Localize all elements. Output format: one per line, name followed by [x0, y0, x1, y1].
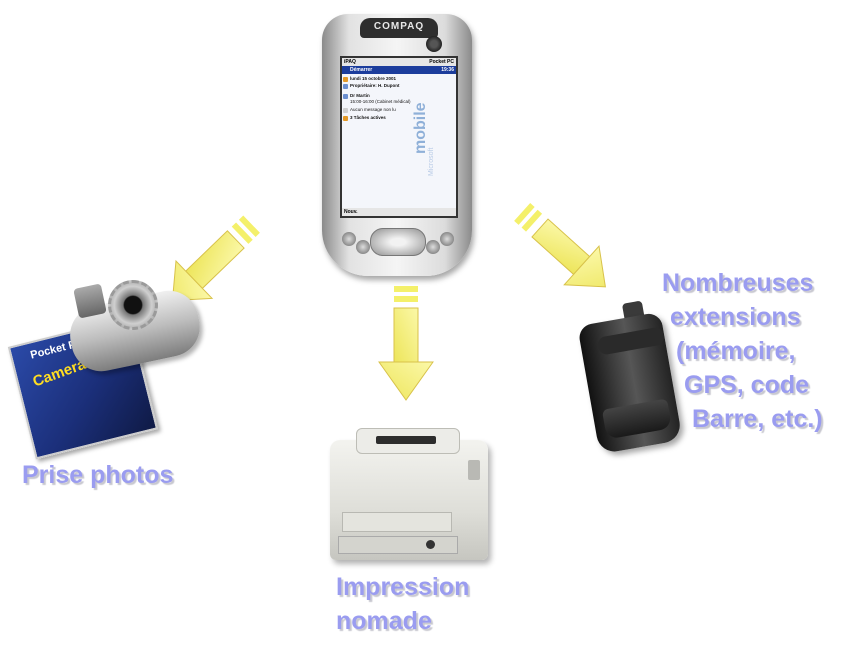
- owner-icon: [343, 84, 348, 89]
- inbox-icon: [343, 108, 348, 113]
- camera-lens-icon: [108, 280, 158, 330]
- printer-base: [338, 536, 458, 554]
- calendar-icon: [343, 77, 348, 82]
- pda-speaker-icon: [426, 36, 442, 52]
- pda-start-label: Démarrer: [350, 67, 373, 73]
- caption-extensions-line-1: Nombreuses: [662, 269, 814, 297]
- pda-title-bar: iPAQ Pocket PC: [342, 58, 456, 66]
- tasks-icon: [343, 116, 348, 121]
- caption-extensions-line-2: extensions: [670, 303, 801, 331]
- printer-control-panel: [468, 460, 480, 480]
- pda-new-label: Nouv.: [344, 209, 358, 215]
- caption-impression-line-1: Impression: [336, 573, 470, 601]
- caption-impression-line-2: nomade: [336, 607, 432, 635]
- pda-date-line: lundi 15 octobre 2001: [350, 76, 397, 81]
- pda-os-label: Pocket PC: [429, 59, 454, 65]
- pda-model-label: iPAQ: [344, 59, 356, 65]
- appointment-icon: [343, 94, 348, 99]
- pda-watermark-mobile: mobile: [412, 102, 429, 154]
- caption-photos-line-1: Prise photos: [22, 461, 174, 489]
- pda-screen: iPAQ Pocket PC Démarrer 19:36 lundi 15 o…: [340, 56, 458, 218]
- caption-extensions-line-3: (mémoire,: [676, 337, 796, 365]
- printer-power-icon: [426, 540, 435, 549]
- caption-extensions-line-4: GPS, code: [684, 371, 810, 399]
- camera-viewfinder: [73, 283, 107, 319]
- pda-app-button-2: [356, 240, 370, 254]
- caption-impression: Impression nomade: [336, 570, 469, 638]
- arrow-to-printer: [378, 286, 434, 401]
- pda-navigation-pad: [370, 228, 426, 256]
- caption-photos: Prise photos: [22, 458, 173, 492]
- printer-paper-tray: [342, 512, 452, 532]
- pocket-pc-device: COMPAQ iPAQ Pocket PC Démarrer 19:36 lun…: [322, 14, 472, 276]
- pda-brand-label: COMPAQ: [373, 21, 425, 32]
- pda-app-button-1: [342, 232, 356, 246]
- pda-bottom-bar: Nouv.: [342, 208, 456, 216]
- pda-appointment-time: 15:00-16:00 (Cabinet médical): [350, 99, 411, 104]
- pda-app-button-4: [440, 232, 454, 246]
- pda-app-button-3: [426, 240, 440, 254]
- arrow-to-extension: [514, 203, 606, 288]
- pda-appointment-title: Dr Martin: [350, 93, 370, 98]
- arrow-to-camera: [171, 215, 260, 302]
- printer-paper-slot: [376, 436, 436, 444]
- pda-start-bar: Démarrer 19:36: [342, 66, 456, 74]
- caption-extensions-line-5: Barre, etc.): [692, 405, 823, 433]
- pda-tasks-line: 3 Tâches actives: [350, 115, 386, 120]
- pda-clock: 19:36: [441, 67, 454, 73]
- pda-brand-plate: COMPAQ: [360, 18, 438, 38]
- pda-owner-line: Propriétaire: H. Dupont: [350, 83, 400, 88]
- caption-extensions: Nombreuses extensions (mémoire, GPS, cod…: [660, 266, 823, 436]
- pda-messages-line: Aucun message non lu: [350, 107, 396, 112]
